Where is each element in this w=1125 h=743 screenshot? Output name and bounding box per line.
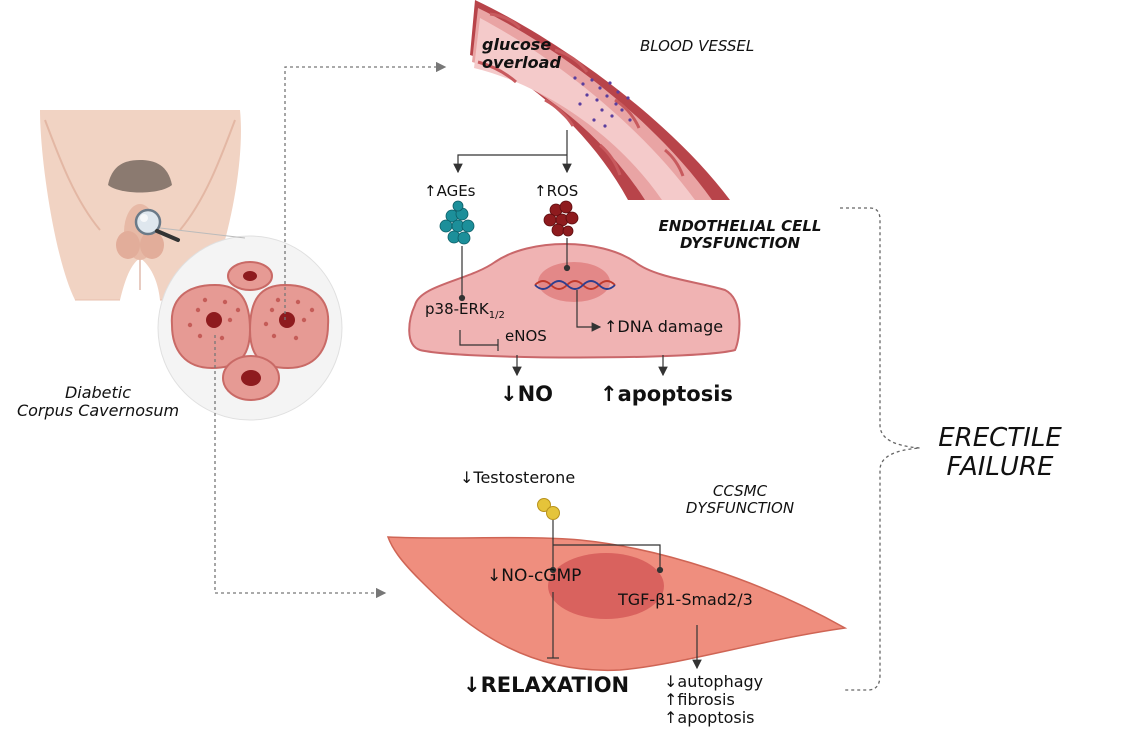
ages-label: ↑AGEs: [424, 182, 476, 200]
tgf-smad-label: TGF-β1-Smad2/3: [618, 590, 753, 609]
autophagy-label: ↓autophagy: [664, 672, 764, 691]
ages-cluster: [439, 200, 475, 245]
endothelial-dysfunction-label: ENDOTHELIAL CELL DYSFUNCTION: [658, 217, 822, 252]
ccsmc-outcomes: ↓autophagy ↑fibrosis ↑apoptosis: [664, 673, 763, 727]
erectile-brace: [840, 207, 921, 691]
relaxation-label: ↓RELAXATION: [463, 673, 630, 697]
smooth-muscle-nucleus: [548, 553, 664, 619]
magnifier-icon: [134, 208, 180, 242]
enos-label: eNOS: [505, 327, 547, 345]
endothelial-arrows: [458, 238, 668, 377]
diabetic-corpus-label: Diabetic Corpus Cavernosum: [16, 383, 180, 420]
erectile-failure-label: ERECTILE FAILURE: [938, 423, 1062, 482]
ccsmc-dysfunction-label: CCSMC DYSFUNCTION: [685, 482, 795, 517]
ccsmc-arrows: [547, 520, 702, 670]
magnifier-zoom-line: [159, 227, 246, 239]
body-figure: [40, 110, 241, 301]
dotted-connectors: [214, 61, 447, 599]
blood-vessel-label: BLOOD VESSEL: [640, 37, 755, 55]
glucose-overload-label: glucose overload: [482, 35, 561, 72]
fibrosis-label: ↑fibrosis: [664, 690, 735, 709]
apoptosis-endothelial-label: ↑apoptosis: [600, 382, 733, 406]
dna-damage-label: ↑DNA damage: [604, 317, 724, 336]
glucose-dots: [573, 76, 632, 128]
vessel-arrows: [453, 130, 572, 174]
p38-erk-label: p38-ERK1/2: [425, 300, 505, 321]
testosterone-label: ↓Testosterone: [460, 468, 576, 487]
blood-vessel: [470, 0, 730, 200]
no-label: ↓NO: [500, 382, 554, 406]
corpus-cross-section: [157, 235, 343, 421]
testosterone-icon: [537, 498, 560, 520]
ros-label: ↑ROS: [534, 182, 579, 200]
ros-cluster: [543, 200, 579, 237]
apoptosis-ccsmc-label: ↑apoptosis: [664, 708, 755, 727]
dna-helix: [534, 280, 616, 290]
no-cgmp-label: ↓NO-cGMP: [487, 566, 582, 586]
